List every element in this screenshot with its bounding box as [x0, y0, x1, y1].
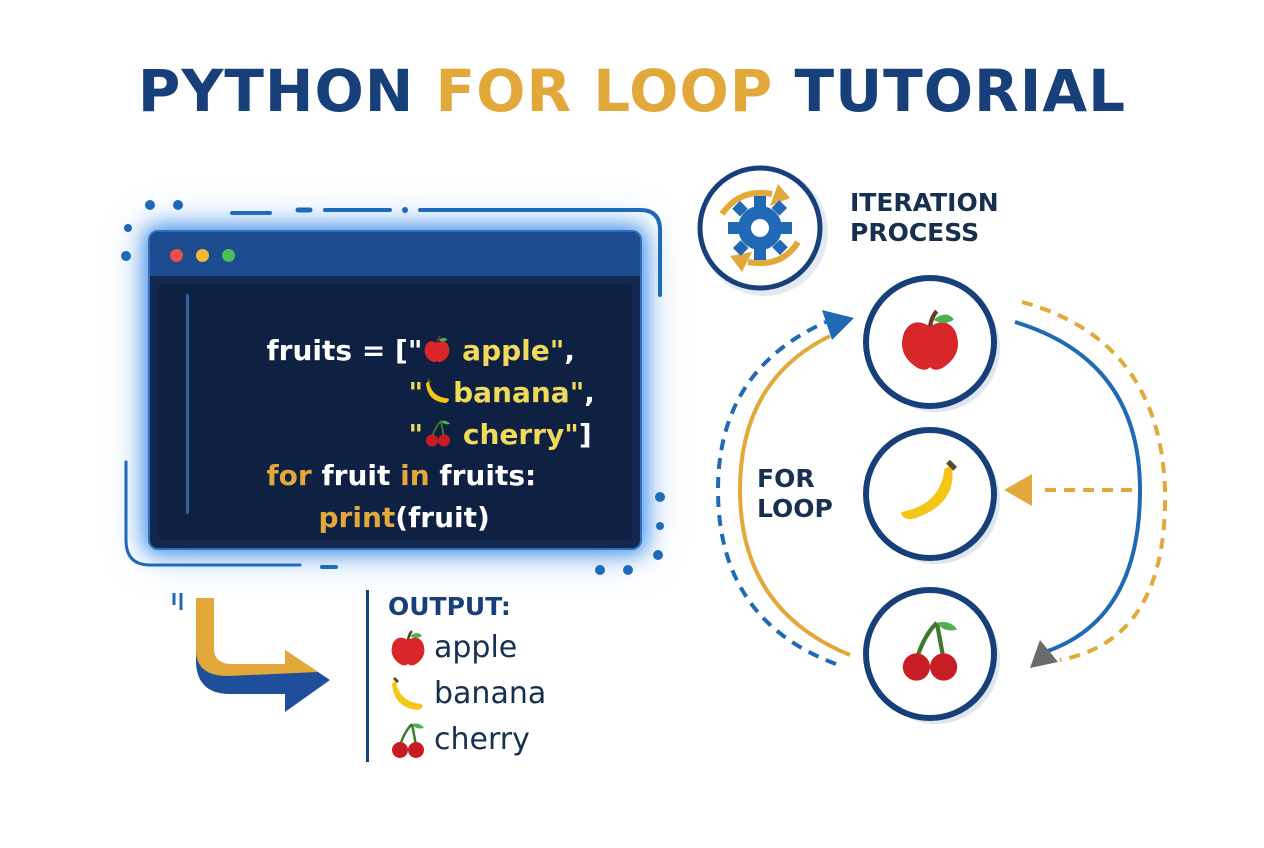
output-arrow-icon — [196, 598, 330, 712]
window-maximize-dot — [222, 249, 235, 262]
code-window: fruits = [" apple", "banana", " cherry"]… — [148, 230, 642, 550]
title-word-tutorial: TUTORIAL — [794, 57, 1127, 125]
loop-node-cherry — [863, 587, 1000, 724]
apple-icon — [391, 630, 425, 666]
output-divider — [366, 590, 369, 762]
page-title: PYTHON FOR LOOP TUTORIAL — [0, 62, 1264, 120]
title-word-python: PYTHON — [137, 57, 415, 125]
output-label: banana — [434, 676, 547, 711]
loop-node-apple — [863, 275, 1000, 412]
code-editor: fruits = [" apple", "banana", " cherry"]… — [158, 284, 632, 540]
code-gutter — [186, 294, 189, 514]
code-line-1: fruits = [" apple", — [266, 334, 575, 367]
output-label: cherry — [434, 722, 530, 757]
loop-node-banana — [863, 427, 1000, 564]
title-word-for-loop: FOR LOOP — [435, 57, 774, 125]
code-line-4: for fruit in fruits: — [266, 459, 537, 492]
banana-icon — [392, 676, 423, 710]
code-titlebar — [150, 232, 640, 276]
banana-icon — [901, 459, 958, 520]
window-close-dot — [170, 249, 183, 262]
cherry-icon — [902, 621, 958, 681]
loop-cycle-diagram — [715, 300, 1168, 668]
window-minimize-dot — [196, 249, 209, 262]
gear-cycle-icon — [697, 165, 828, 296]
apple-icon — [902, 309, 958, 370]
banana-icon — [426, 378, 449, 403]
code-line-2: "banana", — [408, 376, 595, 409]
cherry-icon — [426, 420, 451, 447]
output-title: OUTPUT: — [388, 592, 511, 621]
apple-icon — [425, 335, 450, 363]
code-line-5: print(fruit) — [318, 501, 490, 534]
for-loop-label: FOR LOOP — [757, 464, 833, 523]
code-line-3: " cherry"] — [408, 418, 592, 451]
output-label: apple — [434, 630, 518, 665]
cherry-icon — [392, 723, 424, 758]
iteration-process-label: ITERATION PROCESS — [850, 188, 999, 247]
